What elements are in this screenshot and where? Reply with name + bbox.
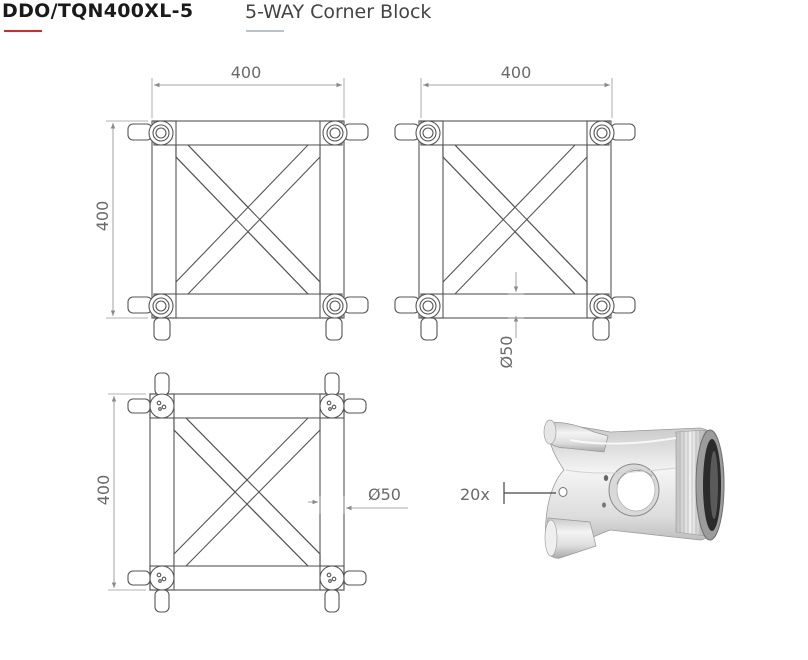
- dim-diameter-bottom-left: Ø50: [368, 485, 401, 504]
- accent-underline-red: [4, 30, 42, 32]
- dim-height-bottom-left: 400: [94, 475, 113, 506]
- view-top-right: [394, 78, 636, 341]
- product-name: 5-WAY Corner Block: [245, 1, 432, 23]
- view-top-left: [106, 78, 369, 341]
- dim-width-top-right: 400: [501, 63, 532, 82]
- dim-height-bottom-left-lines: [108, 393, 146, 591]
- node-render: [543, 419, 725, 559]
- hole-count-callout: 20x: [460, 485, 490, 504]
- dim-diameter-top-right-lines: [508, 272, 524, 338]
- product-code: DDO/TQN400XL-5: [2, 0, 194, 22]
- dim-height-top-left: 400: [93, 201, 112, 232]
- dim-width-top-left: 400: [231, 63, 262, 82]
- view-bottom-left: [127, 372, 367, 613]
- dim-diameter-top-right: Ø50: [497, 336, 516, 369]
- accent-underline-grey: [246, 30, 284, 32]
- hole-callout: [503, 482, 556, 504]
- dim-diameter-bottom-left-lines: [308, 496, 408, 514]
